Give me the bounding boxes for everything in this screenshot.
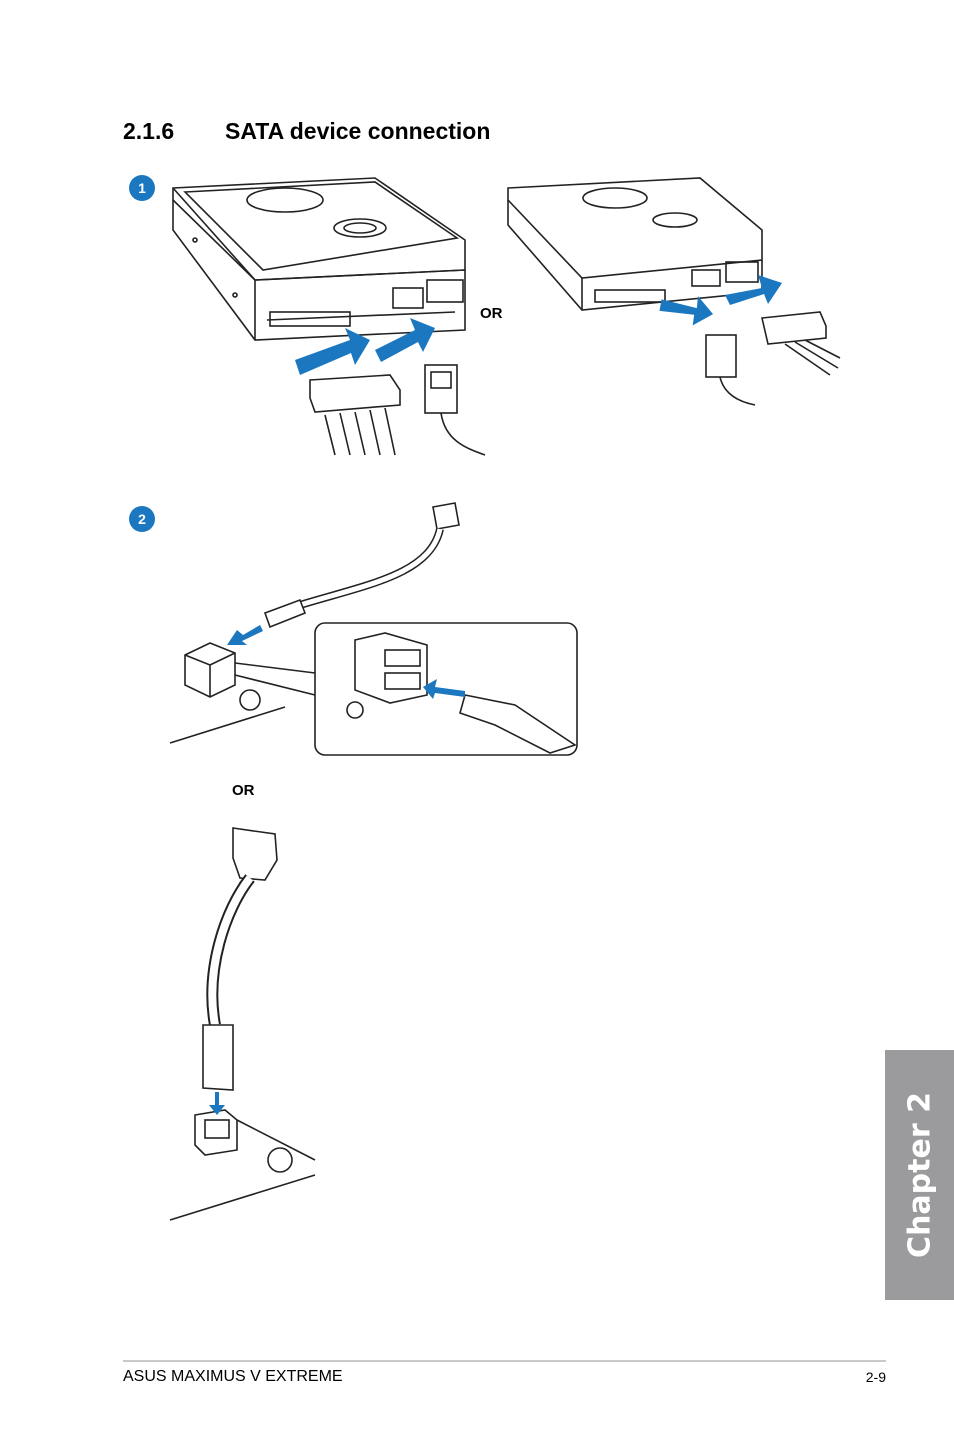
hdd-with-molex-illustration xyxy=(507,177,841,406)
chapter-tab-label: Chapter 2 xyxy=(902,1092,937,1258)
section-title: SATA device connection xyxy=(225,118,491,144)
right-angle-sata-cable-illustration xyxy=(169,827,316,1221)
or-label-step1: OR xyxy=(480,305,503,322)
or-label-step2: OR xyxy=(232,782,255,799)
section-number: 2.1.6 xyxy=(123,118,175,144)
footer-page-number: 2-9 xyxy=(865,1369,886,1385)
hdd-with-sata-cables-illustration xyxy=(172,177,486,456)
step-2-badge: 2 xyxy=(129,506,155,532)
section-heading: 2.1.6 SATA device connection xyxy=(123,118,490,145)
sata-cable-to-motherboard-illustration xyxy=(169,502,578,756)
footer-divider xyxy=(123,1360,886,1362)
chapter-tab: Chapter 2 xyxy=(885,1050,954,1300)
footer-product-name: ASUS MAXIMUS V EXTREME xyxy=(123,1368,343,1385)
step-1-badge: 1 xyxy=(129,175,155,201)
